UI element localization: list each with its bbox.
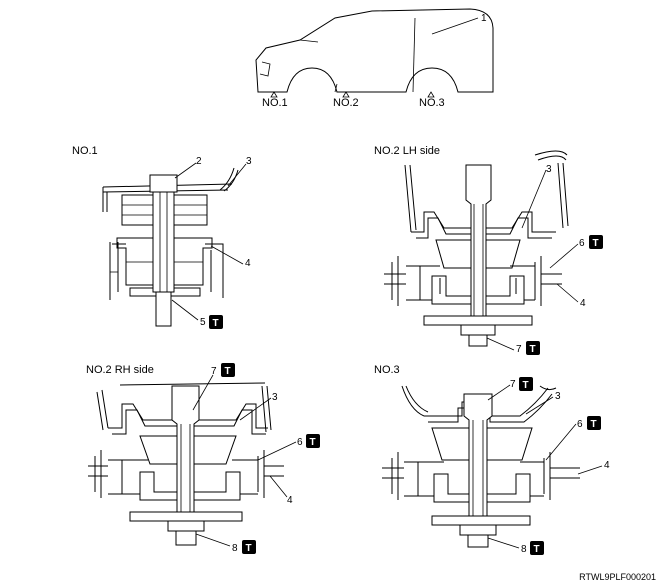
torque-icon: T — [587, 416, 601, 430]
leader-line-9 — [486, 337, 515, 351]
torque-icon: T — [530, 541, 544, 555]
leader-line-13 — [269, 475, 288, 498]
callout-11: 3 — [272, 392, 278, 403]
callout-6: 3 — [546, 164, 552, 175]
section-title-no1: NO.1 — [72, 145, 98, 157]
callout-1: 1 — [481, 13, 487, 24]
svg-text:T: T — [534, 544, 540, 555]
callout-15: 7 — [510, 379, 516, 390]
torque-icon: T — [306, 434, 320, 448]
leader-line-12 — [257, 441, 297, 461]
mount-no2-lh-drawing — [384, 150, 569, 347]
callout-19: 8 — [521, 544, 527, 555]
mount-no3-drawing — [382, 385, 580, 548]
leader-line-11 — [239, 397, 272, 421]
leader-line-17 — [545, 423, 577, 461]
point-no3-label: NO.3 — [419, 97, 445, 109]
svg-text:T: T — [310, 437, 316, 448]
callout-14: 8 — [232, 543, 238, 554]
leader-line-10 — [192, 374, 214, 411]
leader-line-5 — [171, 299, 199, 321]
svg-text:T: T — [523, 380, 529, 391]
leader-line-4 — [210, 245, 244, 265]
section-title-no2-lh: NO.2 LH side — [374, 145, 440, 157]
point-no2-label: NO.2 — [333, 97, 359, 109]
section-title-no3: NO.3 — [374, 364, 400, 376]
vehicle-outline — [255, 8, 494, 93]
callout-13: 4 — [287, 495, 293, 506]
callout-12: 6 — [297, 437, 303, 448]
svg-text:T: T — [593, 238, 599, 249]
leader-line-16 — [525, 396, 554, 415]
svg-text:T: T — [530, 344, 536, 355]
svg-text:T: T — [225, 366, 231, 377]
svg-text:T: T — [246, 543, 252, 554]
leader-line-14 — [195, 533, 231, 547]
callout-2: 2 — [196, 156, 202, 167]
callout-17: 6 — [577, 419, 583, 430]
callout-5: 5 — [200, 317, 206, 328]
svg-text:T: T — [591, 419, 597, 430]
leader-line-19 — [487, 537, 520, 549]
leader-line-18 — [577, 465, 603, 475]
torque-icon: T — [526, 341, 540, 355]
callout-18: 4 — [604, 460, 610, 471]
callout-3: 3 — [246, 156, 252, 167]
image-code: RTWL9PLF000201 — [579, 572, 656, 582]
leader-line-2 — [174, 162, 197, 179]
section-title-no2-rh: NO.2 RH side — [86, 364, 154, 376]
callout-7: 6 — [579, 238, 585, 249]
mount-no2-rh-drawing — [88, 382, 284, 546]
callout-9: 7 — [516, 344, 522, 355]
leader-line-3 — [227, 163, 247, 187]
point-no1-label: NO.1 — [262, 97, 288, 109]
leader-line-8 — [556, 283, 579, 303]
svg-text:T: T — [213, 318, 219, 329]
torque-icon: T — [209, 315, 223, 329]
callout-16: 3 — [555, 391, 561, 402]
leader-line-1 — [431, 17, 479, 35]
callout-8: 4 — [580, 298, 586, 309]
torque-icon: T — [519, 377, 533, 391]
torque-icon: T — [589, 235, 603, 249]
leader-line-15 — [487, 384, 511, 401]
torque-icon: T — [221, 363, 235, 377]
support-point-marks — [270, 91, 435, 98]
leader-line-7 — [549, 243, 579, 269]
leader-line-6 — [521, 169, 547, 229]
callout-10: 7 — [211, 366, 217, 377]
torque-icon: T — [242, 540, 256, 554]
callout-4: 4 — [245, 258, 251, 269]
mount-no1-drawing — [102, 167, 239, 327]
